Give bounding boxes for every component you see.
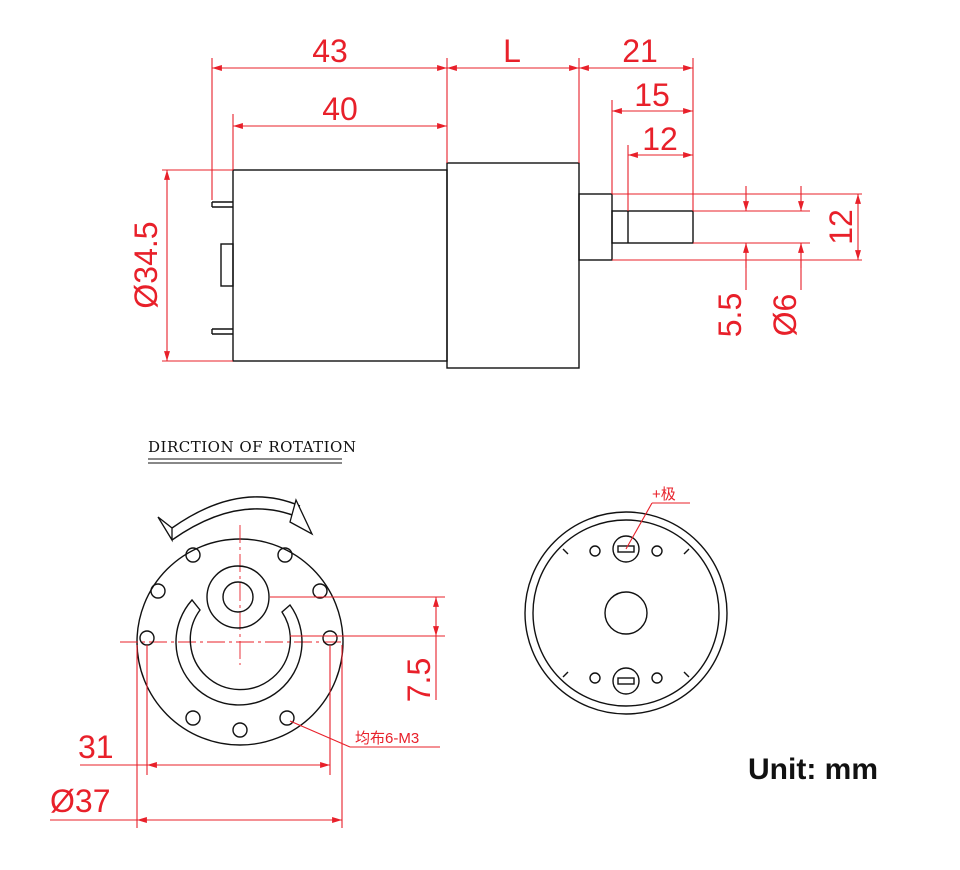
holes-note: 均布6-M3 <box>355 730 419 747</box>
shaft-hole <box>222 581 254 613</box>
dim-15: 15 <box>634 77 670 113</box>
mounting-holes <box>139 547 338 738</box>
rotation-arrow-icon <box>157 496 314 543</box>
rear-center-hole <box>604 591 648 635</box>
rear-outer-ring <box>524 511 728 715</box>
dim-40: 40 <box>322 91 358 127</box>
dim-43: 43 <box>312 33 348 69</box>
dim-12-top: 12 <box>642 121 678 157</box>
dimension-lines <box>164 65 861 361</box>
dim-L: L <box>503 33 521 69</box>
crescent-slot <box>175 598 303 706</box>
unit-label: Unit: mm <box>748 753 878 786</box>
dim-diameter-37: Ø37 <box>50 783 110 819</box>
negative-terminal <box>589 667 663 695</box>
motor-body <box>232 169 448 362</box>
rear-inner-ring <box>532 519 720 707</box>
extension-lines <box>162 58 862 362</box>
shaft-boss <box>578 193 613 261</box>
terminals <box>211 201 234 335</box>
shaft-hub <box>206 565 270 629</box>
dim-7-5: 7.5 <box>401 658 437 702</box>
positive-terminal <box>589 535 663 563</box>
dim-31: 31 <box>78 729 114 765</box>
dim-5-5: 5.5 <box>712 293 748 337</box>
rear-view: +极 <box>524 486 728 715</box>
dim-21: 21 <box>622 33 658 69</box>
dim-diameter-6: Ø6 <box>767 294 803 337</box>
side-view: 43 L 21 40 15 12 Ø34.5 5.5 Ø6 12 <box>128 33 862 369</box>
positive-pole-label: +极 <box>652 486 676 503</box>
dim-12-side: 12 <box>823 209 859 245</box>
dim-diameter-34-5: Ø34.5 <box>128 221 164 308</box>
gearbox <box>446 162 580 369</box>
output-shaft <box>611 210 694 244</box>
front-view: DIRCTION OF ROTATION <box>50 438 445 828</box>
rotation-title: DIRCTION OF ROTATION <box>148 438 356 456</box>
